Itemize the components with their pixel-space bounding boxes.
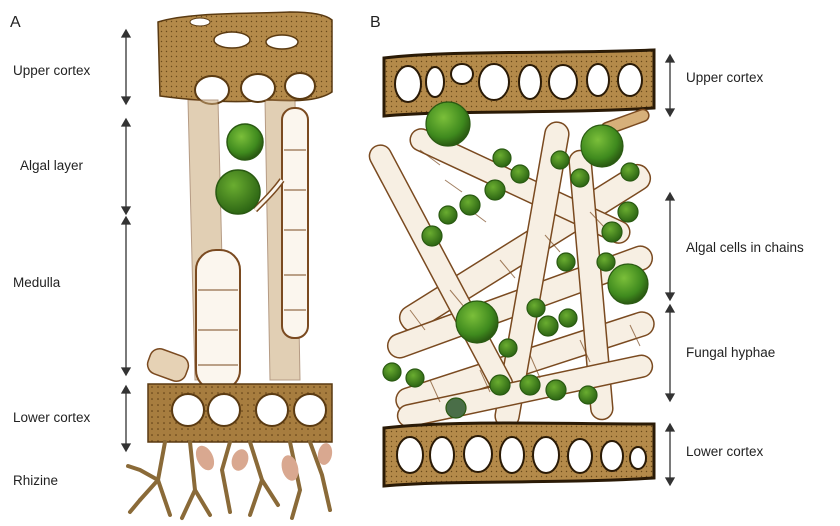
panel-a-upper-cortex-drawing xyxy=(158,12,332,104)
panel-a: A xyxy=(10,12,334,518)
panel-b-lower-cortex-drawing xyxy=(384,423,654,486)
panel-a-upper-cortex-bracket xyxy=(122,30,130,104)
panel-a-algal-layer-label-group: Algal layer xyxy=(20,119,130,214)
panel-b-letter: B xyxy=(370,14,381,31)
panel-b-fungal-hyphae-bracket xyxy=(666,305,674,401)
panel-a-algal-layer-label: Algal layer xyxy=(20,158,84,173)
panel-b-fungal-hyphae-label: Fungal hyphae xyxy=(686,345,775,360)
panel-a-medulla-label: Medulla xyxy=(13,275,61,290)
panel-b: B xyxy=(366,14,804,486)
panel-a-lower-cortex-drawing xyxy=(148,384,332,442)
panel-a-lower-cortex-bracket xyxy=(122,386,130,451)
panel-b-upper-cortex-bracket xyxy=(666,55,674,116)
panel-a-medulla-bracket xyxy=(122,217,130,375)
panel-a-letter: A xyxy=(10,14,21,31)
panel-a-upper-cortex-label: Upper cortex xyxy=(13,63,91,78)
panel-a-rhizine-drawing xyxy=(128,442,334,518)
panel-b-upper-cortex-drawing xyxy=(384,50,654,116)
panel-a-lower-cortex-label: Lower cortex xyxy=(13,410,91,425)
panel-a-medulla-label-group: Medulla xyxy=(13,217,130,375)
panel-a-algae-drawing xyxy=(216,124,263,214)
panel-a-upper-cortex-label-group: Upper cortex xyxy=(13,30,130,104)
panel-b-algal-cells-label-group: Algal cells in chains xyxy=(666,193,804,300)
panel-a-rhizine-label: Rhizine xyxy=(13,473,58,488)
panel-b-fungal-hyphae-label-group: Fungal hyphae xyxy=(666,305,775,401)
panel-b-upper-cortex-label-group: Upper cortex xyxy=(666,55,764,116)
panel-a-algal-layer-bracket xyxy=(122,119,130,214)
panel-b-upper-cortex-label: Upper cortex xyxy=(686,70,764,85)
panel-b-algal-cells-bracket xyxy=(666,193,674,300)
panel-a-lower-cortex-label-group: Lower cortex xyxy=(13,386,130,451)
panel-b-algal-cells-label: Algal cells in chains xyxy=(686,240,804,255)
panel-b-lower-cortex-label: Lower cortex xyxy=(686,444,764,459)
panel-b-lower-cortex-label-group: Lower cortex xyxy=(666,424,764,485)
panel-b-lower-cortex-bracket xyxy=(666,424,674,485)
